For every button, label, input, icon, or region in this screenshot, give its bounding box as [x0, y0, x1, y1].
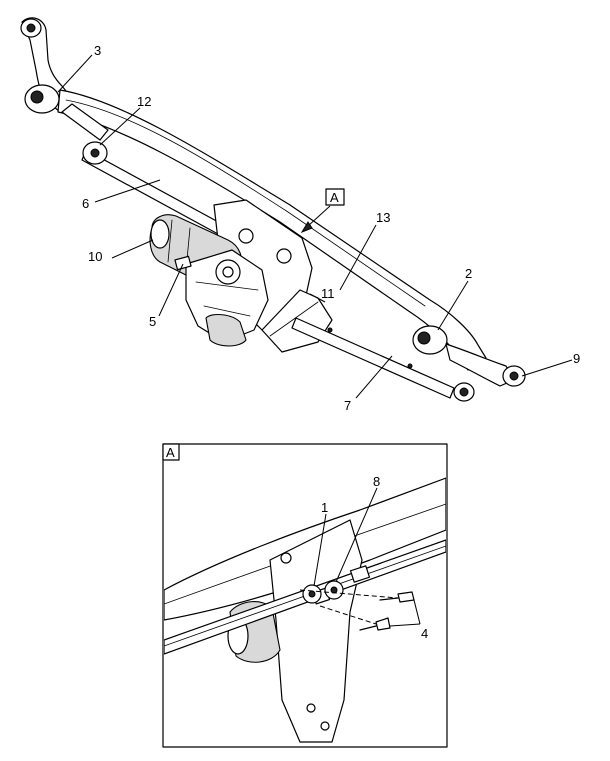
callout-8: 8	[373, 474, 380, 489]
right-drive-link	[291, 317, 455, 399]
callout-11: 11	[321, 286, 335, 301]
detail-screw-upper	[397, 591, 415, 603]
motor-end-cap	[150, 219, 170, 249]
detail-screw-lower	[375, 617, 391, 631]
callout-5: 5	[149, 314, 156, 329]
callout-3: 3	[94, 43, 101, 58]
callout-4: 4	[421, 626, 428, 641]
callout-2: 2	[465, 266, 472, 281]
callout-1: 1	[321, 500, 328, 515]
callout-13: 13	[376, 210, 390, 225]
view-a-marker-label: A	[330, 190, 339, 205]
wiper-linkage-assembly	[20, 17, 526, 402]
callout-10: 10	[88, 249, 102, 264]
callout-9: 9	[573, 351, 580, 366]
mounting-bolt-upper	[238, 228, 254, 244]
connector-plug	[174, 255, 192, 271]
detail-view-a: A	[162, 443, 448, 748]
callout-12: 12	[137, 94, 151, 109]
left-pivot-arm	[21, 17, 71, 113]
detail-label-box	[162, 443, 180, 461]
view-a-marker-box	[325, 188, 345, 206]
callout-6: 6	[82, 196, 89, 211]
mounting-bolt-right	[276, 248, 292, 264]
detail-clip-right	[349, 565, 371, 583]
detail-view-label: A	[166, 445, 175, 460]
main-leader-lines	[57, 54, 573, 399]
callout-7: 7	[344, 398, 351, 413]
